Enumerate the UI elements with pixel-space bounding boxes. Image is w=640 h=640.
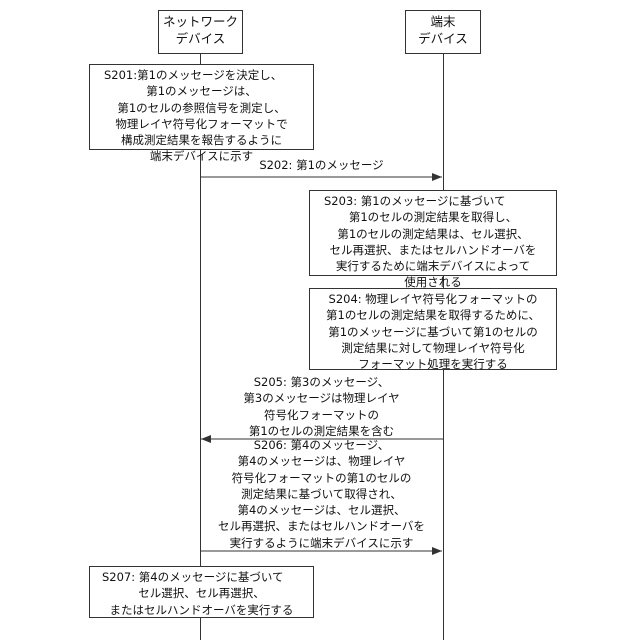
s205-message-label: S205: 第3のメッセージ、 第3のメッセージは物理レイヤ 符号化フォーマット…: [200, 374, 443, 439]
s204-line: 第1のメッセージに基づいて第1のセルの: [310, 324, 556, 340]
step-s201-box: S201:第1のメッセージを決定し、 第1のメッセージは、 第1のセルの参照信号…: [89, 64, 314, 150]
s206-line: S206: 第4のメッセージ、: [200, 437, 443, 453]
s206-message-label: S206: 第4のメッセージ、 第4のメッセージは、物理レイヤ 符号化フォーマッ…: [200, 437, 443, 551]
s203-line: 第1のセルの測定結果を取得し、: [310, 209, 556, 225]
s207-line: セル選択、セル再選択、: [90, 585, 313, 601]
s206-line: 第4のメッセージは、物理レイヤ: [200, 453, 443, 469]
s204-line: 第1のセルの測定結果を取得するために、: [310, 307, 556, 323]
step-s207-box: S207: 第4のメッセージに基づいて セル選択、セル再選択、 またはセルハンド…: [89, 566, 314, 618]
s205-line: 第3のメッセージは物理レイヤ: [200, 390, 443, 406]
s202-message-label: S202: 第1のメッセージ: [200, 157, 443, 173]
s206-line: セル再選択、またはセルハンドオーバを: [200, 518, 443, 534]
s206-line: 符号化フォーマットの第1のセルの: [200, 470, 443, 486]
step-s204-box: S204: 物理レイヤ符号化フォーマットの 第1のセルの測定結果を取得するために…: [309, 288, 557, 370]
s201-line: 第1のセルの参照信号を測定し、: [90, 100, 313, 116]
s207-line: またはセルハンドオーバを実行する: [90, 602, 313, 618]
s203-line: セル再選択、またはセルハンドオーバを: [310, 242, 556, 258]
s201-line: 第1のメッセージは、: [90, 83, 313, 99]
s206-line: 測定結果に基づいて取得され、: [200, 486, 443, 502]
s205-line: S205: 第3のメッセージ、: [200, 374, 443, 390]
s203-line: 実行するために端末デバイスによって: [310, 258, 556, 274]
s206-line: 第4のメッセージは、セル選択、: [200, 502, 443, 518]
step-s203-box: S203: 第1のメッセージに基づいて 第1のセルの測定結果を取得し、 第1のセ…: [309, 190, 557, 276]
s205-line: 符号化フォーマットの: [200, 407, 443, 423]
s203-line: 第1のセルの測定結果は、セル選択、: [310, 226, 556, 242]
s202-line: S202: 第1のメッセージ: [200, 157, 443, 173]
s207-line: S207: 第4のメッセージに基づいて: [90, 569, 313, 585]
s201-line: S201:第1のメッセージを決定し、: [90, 67, 313, 83]
s204-line: S204: 物理レイヤ符号化フォーマットの: [310, 291, 556, 307]
s201-line: 物理レイヤ符号化フォーマットで: [90, 116, 313, 132]
s206-line: 実行するように端末デバイスに示す: [200, 535, 443, 551]
s204-line: フォーマット処理を実行する: [310, 356, 556, 372]
s203-line: S203: 第1のメッセージに基づいて: [310, 193, 556, 209]
s201-line: 構成測定結果を報告するように: [90, 132, 313, 148]
s204-line: 測定結果に対して物理レイヤ符号化: [310, 340, 556, 356]
